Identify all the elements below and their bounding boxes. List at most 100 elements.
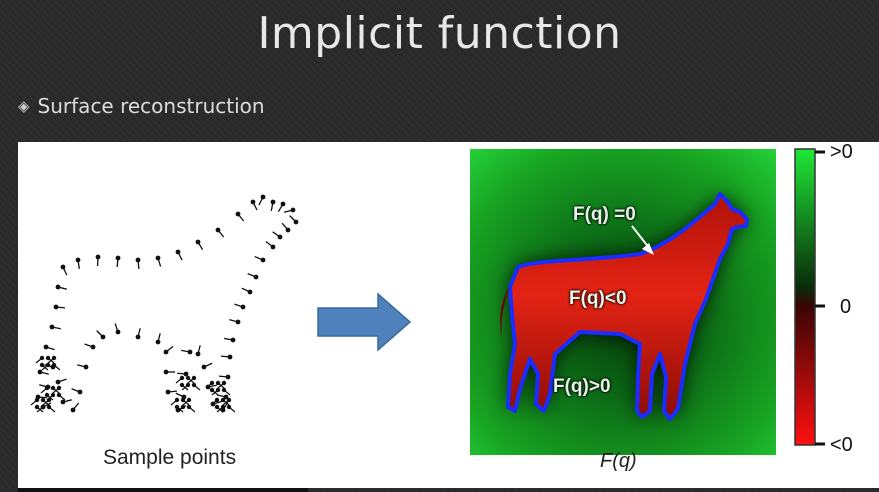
normal-vector — [30, 399, 38, 406]
normal-vector — [177, 251, 183, 261]
normal-vector — [197, 345, 201, 355]
normal-vector — [241, 287, 251, 293]
normal-vector — [289, 215, 297, 223]
normal-vector — [84, 343, 94, 348]
sample-point — [77, 389, 83, 395]
normal-vector — [52, 387, 60, 394]
normal-vector — [254, 255, 264, 261]
sample-point — [83, 364, 89, 370]
normal-vector — [247, 273, 257, 278]
sample-point — [227, 354, 233, 360]
normal-vector — [62, 399, 72, 403]
normal-vector — [252, 201, 258, 211]
field-caption: F(q) — [600, 450, 637, 472]
normal-vector — [224, 337, 234, 341]
normal-vector — [71, 388, 81, 393]
normal-vector — [207, 384, 217, 388]
normal-vector — [187, 377, 195, 384]
normal-vector — [188, 406, 196, 413]
normal-vector — [167, 390, 178, 393]
sample-point — [230, 337, 236, 343]
normal-vector — [53, 364, 61, 371]
normal-vector — [175, 377, 183, 384]
normal-vector — [62, 266, 68, 276]
normal-vector — [77, 259, 80, 269]
sample-point — [75, 257, 81, 263]
normal-vector — [229, 318, 239, 323]
sample-point — [195, 351, 201, 357]
sample-point — [183, 371, 189, 377]
normal-vector — [197, 241, 204, 251]
normal-vector — [181, 384, 189, 391]
normal-vector — [39, 371, 49, 375]
sample-point — [155, 339, 161, 345]
normal-vector — [237, 213, 245, 222]
sample-point-cloud — [30, 194, 299, 413]
normal-vector — [96, 330, 104, 338]
normal-vector — [258, 196, 264, 206]
normal-vector — [42, 399, 50, 406]
normal-vector — [57, 378, 67, 383]
colorbar — [794, 148, 825, 446]
normal-vector — [176, 372, 187, 375]
normal-vector — [36, 406, 44, 413]
sample-point — [60, 399, 66, 405]
normal-vector — [157, 257, 162, 267]
normal-vector — [47, 357, 55, 364]
colorbar-middle-label: 0 — [840, 296, 852, 318]
normal-vector — [45, 346, 55, 351]
colorbar-bottom-label: <0 — [830, 434, 853, 456]
normal-vector — [116, 257, 119, 268]
figure-panel: Sample points F(q) — [18, 141, 879, 488]
sample-point — [135, 334, 141, 340]
colorbar-top-label: >0 — [830, 141, 853, 163]
normal-vector — [193, 384, 201, 391]
footer-line — [18, 488, 308, 492]
normal-vector — [284, 209, 294, 213]
normal-vector — [37, 396, 48, 399]
implicit-function-field — [470, 149, 776, 455]
normal-vector — [222, 399, 230, 406]
normal-vector — [217, 382, 225, 389]
label-zero-level: F(q) =0 — [573, 204, 636, 225]
normal-vector — [272, 231, 281, 238]
sample-point — [165, 389, 171, 395]
normal-vector — [182, 399, 190, 406]
bullet-item: ◈ Surface reconstruction — [18, 94, 265, 118]
label-outside: F(q)>0 — [553, 376, 611, 397]
normal-vector — [176, 406, 184, 413]
sample-point — [260, 257, 266, 263]
normal-vector — [157, 333, 161, 343]
normal-vector — [205, 382, 213, 389]
sample-point — [90, 344, 96, 350]
normal-vector — [137, 328, 141, 338]
normal-vector — [51, 326, 61, 330]
sample-point — [253, 274, 259, 280]
normal-vector — [270, 201, 274, 211]
diamond-bullet-icon: ◈ — [18, 97, 30, 115]
normal-vector — [216, 406, 224, 413]
normal-vector — [210, 399, 218, 406]
normal-vector — [265, 240, 274, 248]
normal-vector — [35, 357, 43, 364]
normal-vector — [57, 286, 67, 290]
normal-vector — [217, 229, 225, 238]
normal-vector — [203, 362, 213, 368]
normal-vector — [175, 392, 185, 398]
horse-shape — [506, 192, 749, 421]
normal-vector — [217, 394, 227, 398]
normal-vector — [55, 306, 66, 309]
label-inside: F(q)<0 — [569, 288, 627, 309]
normal-vector — [58, 394, 66, 401]
normal-vector — [228, 406, 236, 413]
sample-point — [55, 379, 61, 385]
normal-vector — [77, 364, 87, 368]
right-arrow-icon — [317, 292, 412, 352]
normal-vector — [72, 402, 80, 411]
sample-points-caption: Sample points — [103, 446, 237, 469]
sample-point — [225, 374, 231, 380]
sample-point — [235, 319, 241, 325]
normal-vector — [234, 303, 244, 308]
normal-vector — [41, 364, 49, 371]
normal-vector — [40, 387, 48, 394]
